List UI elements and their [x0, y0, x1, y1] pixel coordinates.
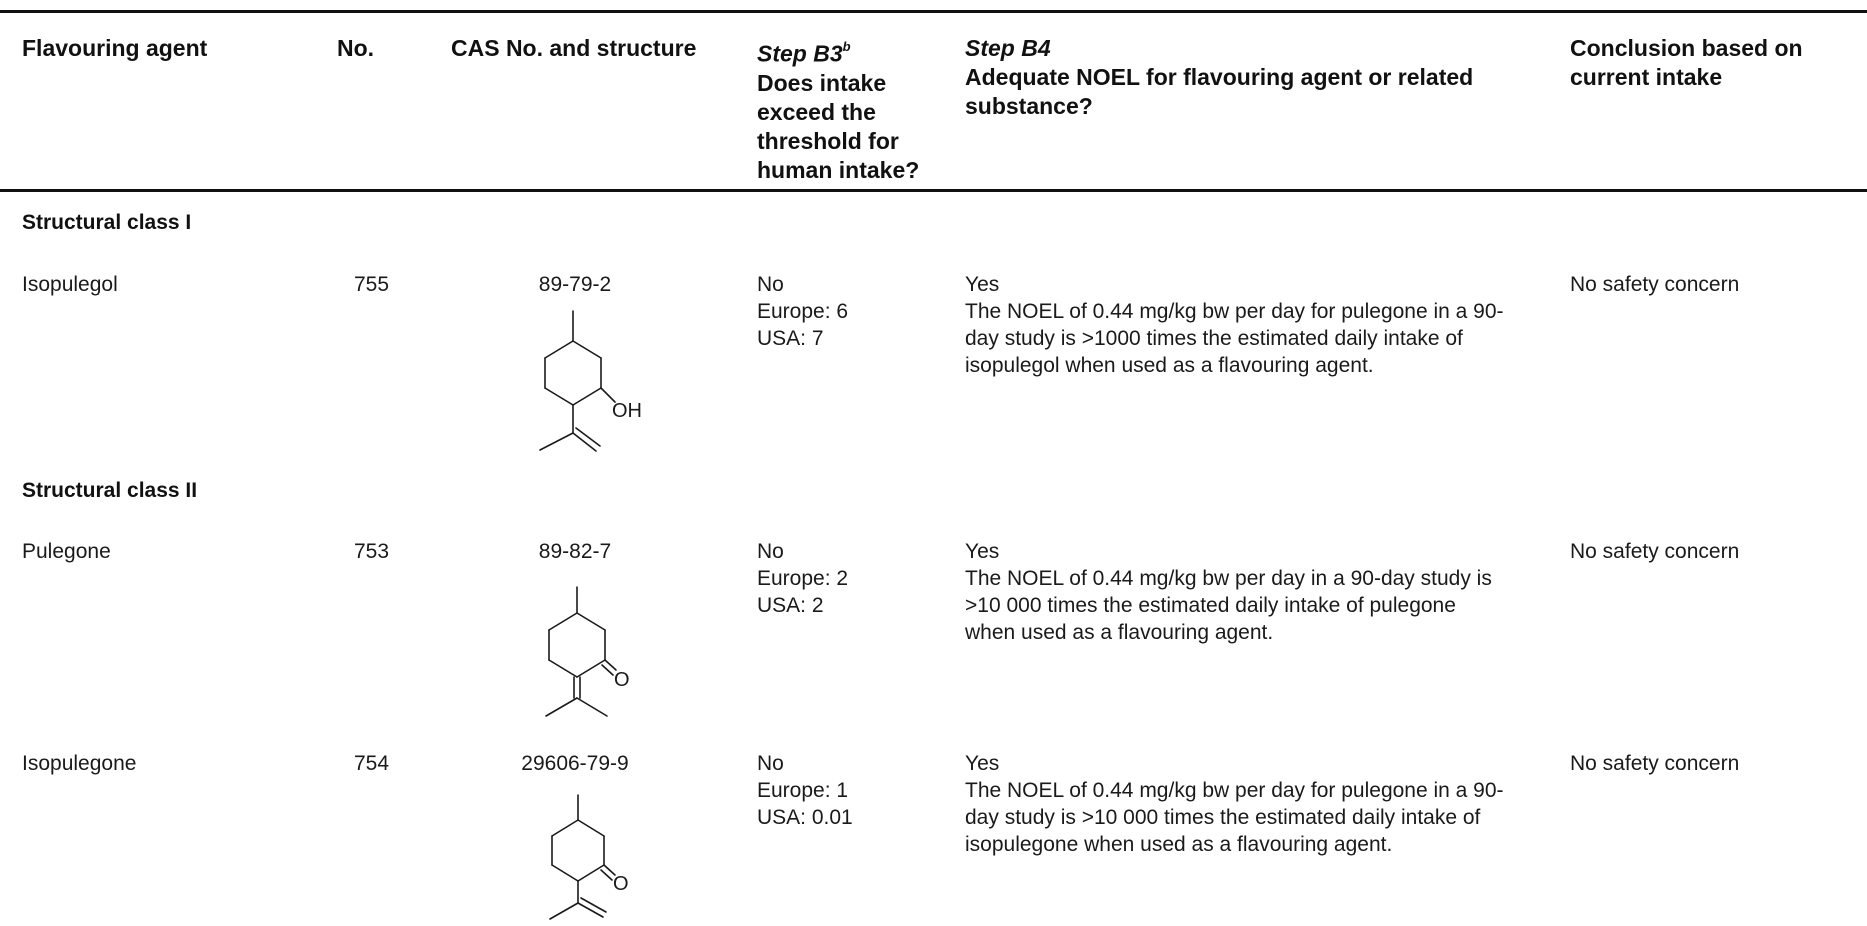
b3-answer: No: [757, 540, 784, 563]
row-agent: Isopulegol: [22, 273, 118, 296]
header-step-b3-line: threshold for: [757, 127, 899, 154]
b4-text-line: isopulegol when used as a flavouring age…: [965, 354, 1374, 377]
row-cas-number: 89-79-2: [538, 273, 612, 296]
row-agent: Pulegone: [22, 540, 111, 563]
row-step-b4: Yes The NOEL of 0.44 mg/kg bw per day fo…: [965, 750, 1565, 858]
row-agent: Isopulegone: [22, 752, 137, 775]
b4-text-line: isopulegone when used as a flavouring ag…: [965, 833, 1393, 856]
structural-class-i-heading: Structural class I: [22, 211, 192, 234]
structural-class-ii-heading: Structural class II: [22, 479, 198, 502]
isopulegone-structure: O: [530, 793, 650, 923]
b4-text-line: when used as a flavouring agent.: [965, 621, 1274, 644]
b4-text-line: day study is >10 000 times the estimated…: [965, 806, 1481, 829]
b4-answer: Yes: [965, 752, 1000, 775]
row-step-b3: No Europe: 1 USA: 0.01: [757, 750, 957, 831]
header-step-b3-line: Does intake: [757, 69, 887, 96]
row-number: 753: [354, 540, 390, 563]
structure-label: O: [614, 669, 630, 691]
row-number: 755: [354, 273, 390, 296]
header-step-b3-title: Step B3b: [757, 39, 851, 67]
b4-text-line: The NOEL of 0.44 mg/kg bw per day for pu…: [965, 779, 1504, 802]
header-step-b4-line: Adequate NOEL for flavouring agent or re…: [965, 64, 1474, 90]
b4-text-line: >10 000 times the estimated daily intake…: [965, 594, 1456, 617]
row-cas-number: 89-82-7: [538, 540, 612, 563]
row-cas-number: 29606-79-9: [521, 752, 629, 775]
header-step-b3-line: exceed the: [757, 98, 876, 125]
row-step-b4: Yes The NOEL of 0.44 mg/kg bw per day fo…: [965, 271, 1565, 379]
header-step-b3-line: human intake?: [757, 156, 920, 183]
header-no: No.: [337, 35, 375, 61]
header-conclusion-line: Conclusion based on: [1570, 35, 1803, 61]
header-bottom-rule: [0, 189, 1867, 192]
isopulegol-structure: OH: [530, 306, 650, 456]
header-conclusion: Conclusion based on current intake: [1570, 34, 1867, 92]
b4-answer: Yes: [965, 273, 1000, 296]
row-step-b3: No Europe: 6 USA: 7: [757, 271, 957, 352]
table-top-rule: [0, 10, 1867, 13]
structure-label: OH: [612, 400, 642, 422]
b3-answer: No: [757, 273, 784, 296]
row-conclusion: No safety concern: [1570, 273, 1740, 296]
header-step-b4-line: substance?: [965, 93, 1093, 119]
b3-europe: Europe: 2: [757, 567, 849, 590]
header-step-b3: Step B3b Does intake exceed the threshol…: [757, 34, 967, 185]
header-step-b4-title: Step B4: [965, 35, 1051, 61]
b4-text-line: day study is >1000 times the estimated d…: [965, 327, 1463, 350]
header-conclusion-line: current intake: [1570, 64, 1723, 90]
b4-text-line: The NOEL of 0.44 mg/kg bw per day in a 9…: [965, 567, 1492, 590]
b4-text-line: The NOEL of 0.44 mg/kg bw per day for pu…: [965, 300, 1504, 323]
b3-europe: Europe: 1: [757, 779, 849, 802]
structure-label: O: [613, 873, 629, 895]
b3-europe: Europe: 6: [757, 300, 849, 323]
row-step-b3: No Europe: 2 USA: 2: [757, 538, 957, 619]
b3-usa: USA: 0.01: [757, 806, 853, 829]
row-conclusion: No safety concern: [1570, 752, 1740, 775]
header-step-b4: Step B4 Adequate NOEL for flavouring age…: [965, 34, 1565, 121]
b3-answer: No: [757, 752, 784, 775]
header-cas: CAS No. and structure: [451, 35, 697, 61]
b3-usa: USA: 2: [757, 594, 824, 617]
row-number: 754: [354, 752, 390, 775]
row-conclusion: No safety concern: [1570, 540, 1740, 563]
b3-usa: USA: 7: [757, 327, 824, 350]
header-flavouring-agent: Flavouring agent: [22, 35, 208, 61]
b4-answer: Yes: [965, 540, 1000, 563]
row-step-b4: Yes The NOEL of 0.44 mg/kg bw per day in…: [965, 538, 1565, 646]
pulegone-structure: O: [530, 585, 650, 725]
